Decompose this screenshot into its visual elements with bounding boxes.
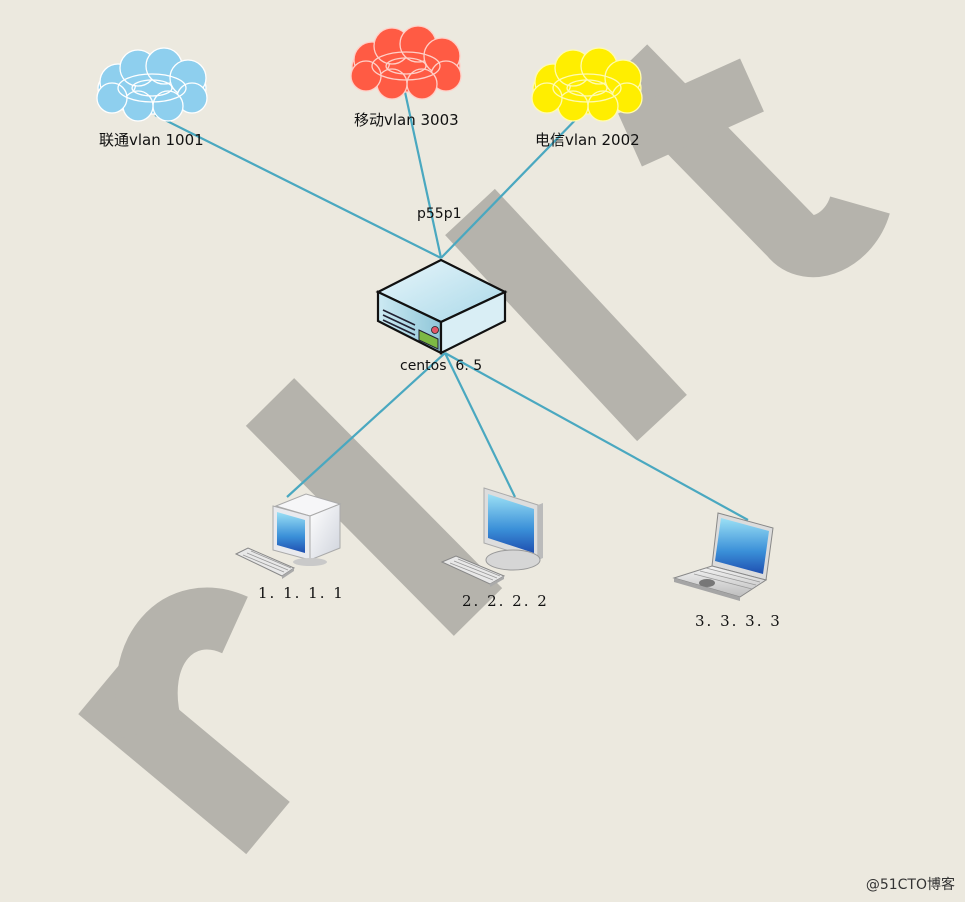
watermark-t-stem [445, 188, 687, 442]
cloud-label-telecom: 电信vlan 2002 [535, 131, 640, 149]
cloud-icon-telecom [531, 47, 643, 122]
interface-label: p55p1 [417, 206, 462, 222]
laptop-icon-host3 [672, 512, 774, 601]
link-host2 [444, 352, 516, 498]
watermark-t-hook [602, 44, 890, 278]
watermark-t-cross [618, 58, 764, 167]
host-label-3: 3. 3. 3. 3 [695, 612, 782, 630]
links [154, 91, 749, 521]
host-label-2: 2. 2. 2. 2 [462, 592, 549, 610]
credit-watermark: @51CTO博客 [865, 877, 955, 893]
link-host3 [444, 352, 749, 521]
server-label: centos 6. 5 [400, 358, 483, 374]
link-telecom [440, 109, 586, 259]
desktop-icon-host1 [234, 493, 342, 579]
cloud-icon-unicom [96, 47, 208, 122]
link-unicom [154, 114, 442, 259]
cloud-label-mobile: 移动vlan 3003 [354, 111, 459, 129]
server-icon [375, 258, 508, 355]
watermark-l [245, 378, 503, 636]
link-host1 [286, 352, 446, 498]
desktop-icon-host2 [440, 487, 543, 587]
link-mobile [403, 91, 443, 259]
watermark-r-arc [115, 587, 248, 739]
host-label-1: 1. 1. 1. 1 [258, 584, 345, 602]
cloud-icon-mobile [350, 25, 462, 100]
watermark [78, 44, 890, 855]
cloud-label-unicom: 联通vlan 1001 [99, 131, 204, 149]
